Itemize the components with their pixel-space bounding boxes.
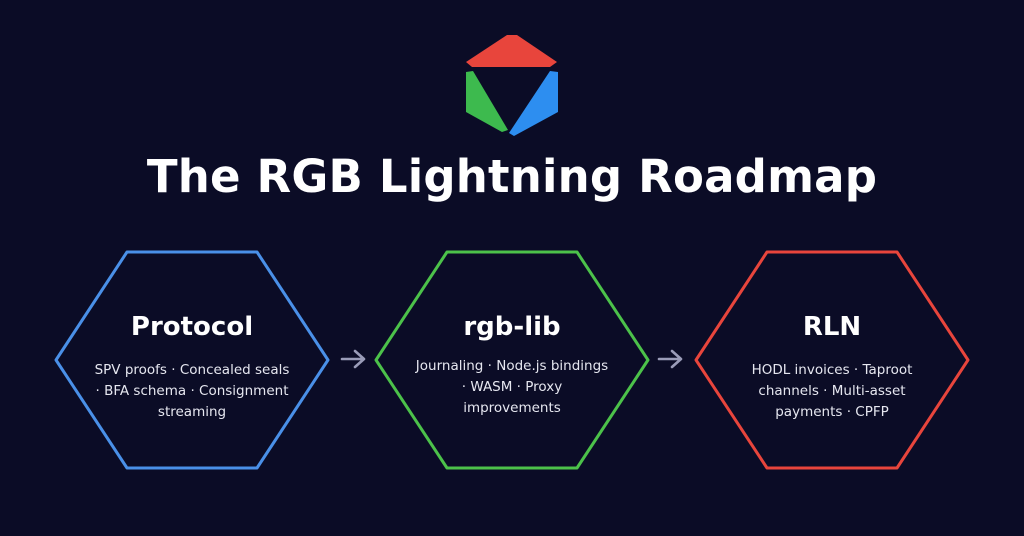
page-title: The RGB Lightning Roadmap bbox=[146, 150, 878, 203]
logo-green-facet bbox=[466, 71, 508, 132]
hexagon-outline-rgb-lib bbox=[374, 250, 650, 470]
stage-title-protocol: Protocol bbox=[130, 312, 254, 342]
stage-description-rln: HODL invoices · Taproot channels · Multi… bbox=[751, 362, 913, 420]
arrow-right-icon bbox=[657, 349, 683, 369]
rgb-logo-icon bbox=[466, 35, 558, 136]
hexagon-outline-protocol bbox=[54, 250, 330, 470]
stage-title-rgb-lib: rgb-lib bbox=[463, 312, 561, 342]
stage-rln: RLN HODL invoices · Taproot channels · M… bbox=[692, 248, 972, 472]
stage-description-protocol: SPV proofs · Concealed seals · BFA schem… bbox=[94, 362, 290, 420]
stage-rgb-lib: rgb-lib Journaling · Node.js bindings · … bbox=[372, 248, 652, 472]
stage-protocol: Protocol SPV proofs · Concealed seals · … bbox=[52, 248, 332, 472]
arrow-right-icon bbox=[340, 349, 366, 369]
stage-title-rln: RLN bbox=[802, 312, 862, 342]
logo-blue-facet bbox=[509, 71, 558, 136]
hexagon-outline-rln bbox=[694, 250, 970, 470]
stage-description-rgb-lib: Journaling · Node.js bindings · WASM · P… bbox=[415, 358, 609, 416]
logo-red-facet bbox=[466, 35, 557, 67]
